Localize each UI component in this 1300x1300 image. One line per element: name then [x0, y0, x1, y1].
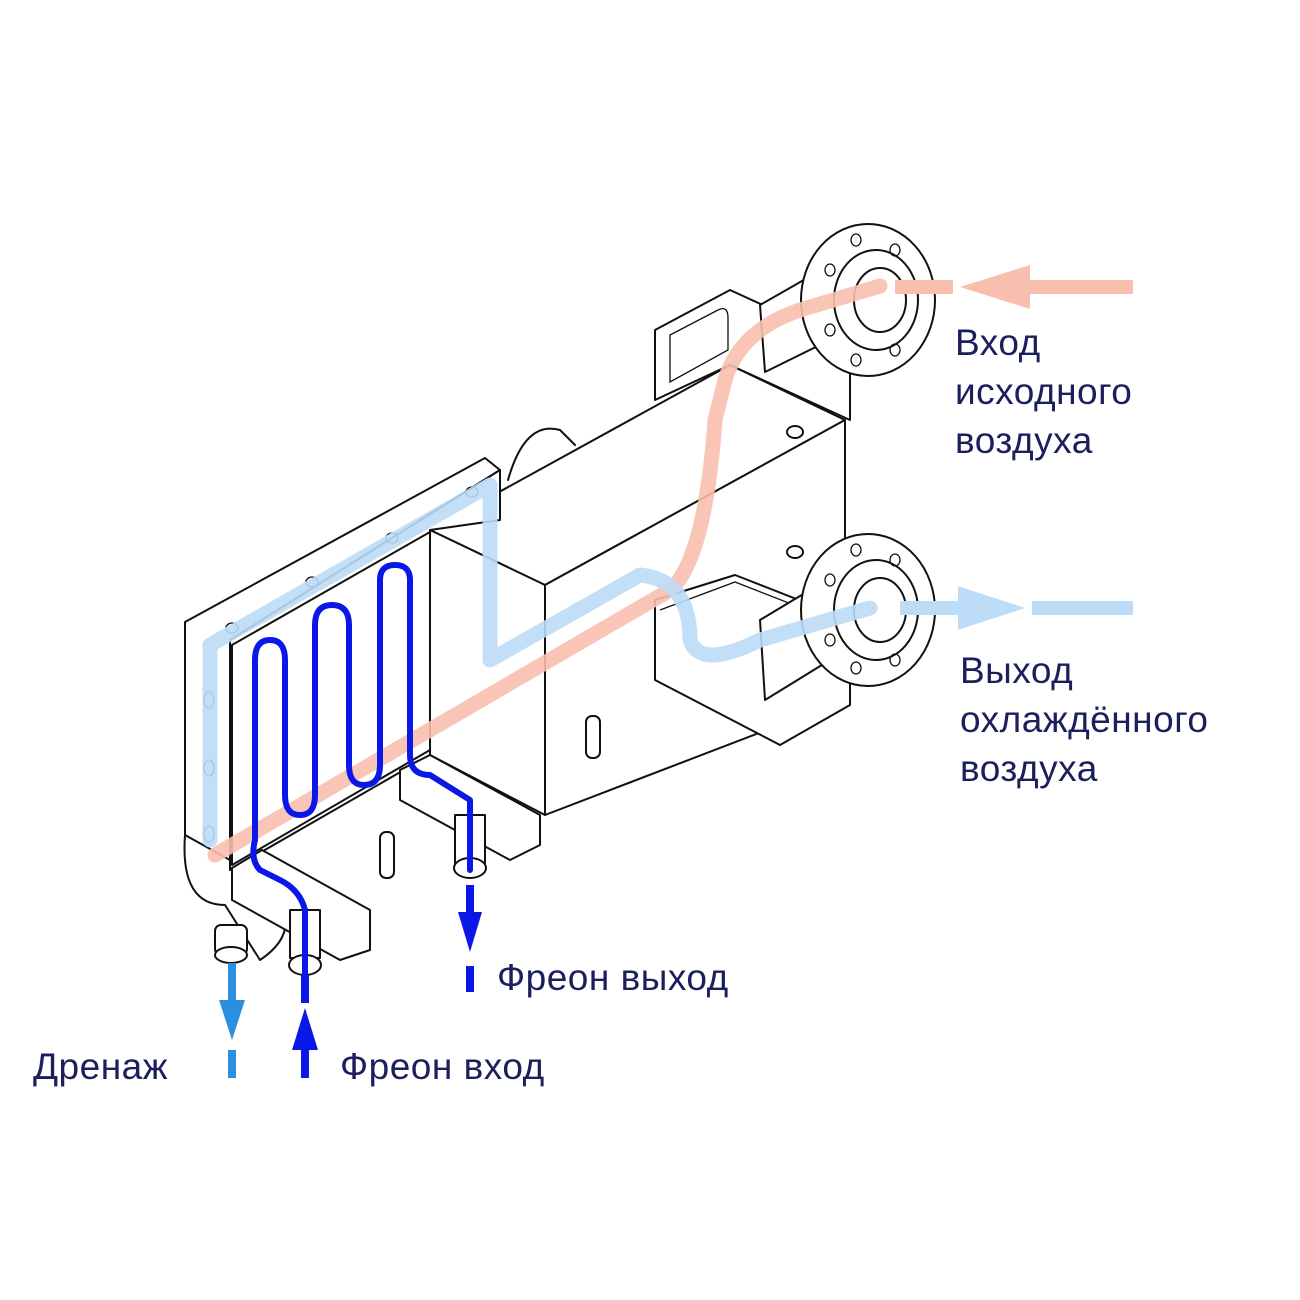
side-bolt-1 [786, 425, 804, 439]
freon-in-label: Фреон вход [340, 1046, 545, 1087]
rear-rim [507, 427, 576, 481]
drain-arrow [219, 963, 245, 1078]
air-out-arrow [900, 586, 1133, 630]
drain-label: Дренаж [33, 1046, 168, 1087]
stud-1 [585, 715, 601, 759]
housing-body [379, 289, 851, 879]
freon-in-arrow [292, 975, 318, 1078]
air-out-label: Выход охлаждённого воздуха [960, 646, 1208, 793]
air-out-line-3: воздуха [960, 748, 1098, 789]
air-in-line-1: Вход [955, 322, 1041, 363]
freon-coil [250, 562, 473, 978]
air-in-line-3: воздуха [955, 420, 1093, 461]
air-in-label: Вход исходного воздуха [955, 318, 1132, 465]
upper-header-box [654, 289, 851, 421]
stud-2 [379, 831, 395, 879]
air-out-line-1: Выход [960, 650, 1074, 691]
air-in-line-2: исходного [955, 371, 1133, 412]
drain-tray [183, 834, 287, 961]
hot-air-path [207, 278, 888, 863]
freon-out-label: Фреон выход [497, 957, 729, 998]
freon-out-arrow [458, 885, 482, 992]
cold-air-path [202, 477, 878, 848]
side-bolt-2 [786, 545, 804, 559]
air-in-arrow [895, 265, 1133, 309]
air-out-line-2: охлаждённого [960, 699, 1209, 740]
